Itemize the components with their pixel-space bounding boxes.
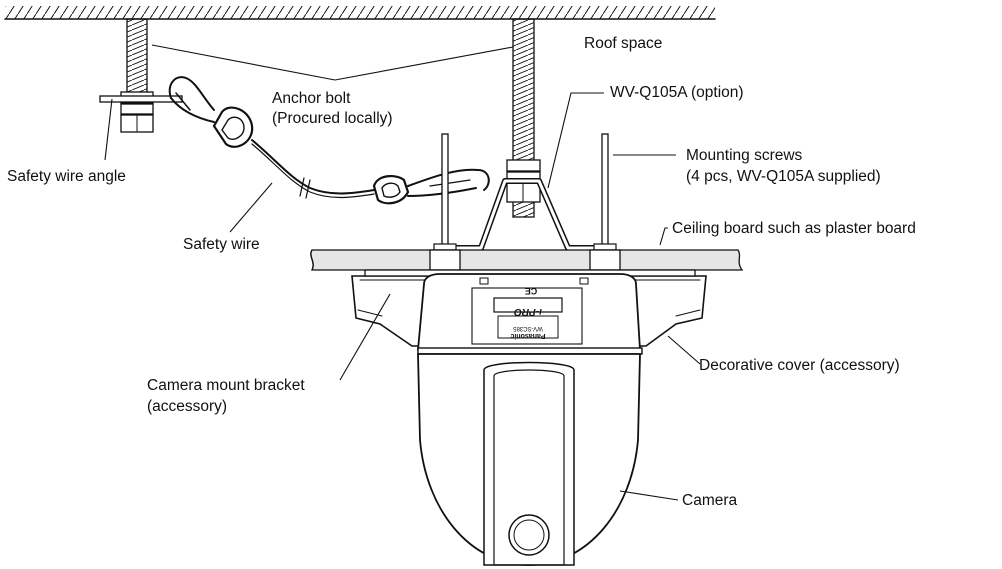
label-camera: Camera (682, 492, 738, 509)
safety-wire (168, 76, 490, 205)
label-wv-q105a: WV-Q105A (option) (610, 84, 744, 101)
leader-lines (104, 44, 701, 501)
camera-body: i-PRO WV-SC385 Panasonic CE (417, 273, 643, 566)
ceiling-board (310, 249, 744, 271)
camera-model: WV-SC385 (513, 325, 543, 331)
label-decorative-cover: Decorative cover (accessory) (699, 357, 900, 374)
label-mounting-screws: Mounting screws (686, 147, 803, 164)
label-safety-wire: Safety wire (183, 236, 260, 253)
labels: Roof space Anchor bolt (Procured locally… (7, 35, 916, 509)
label-anchor-bolt: Anchor bolt (272, 90, 351, 107)
wv-q105a-bracket (445, 178, 603, 251)
label-safety-wire-angle: Safety wire angle (7, 168, 126, 185)
label-camera-mount-bracket: Camera mount bracket (147, 377, 305, 394)
label-camera-mount-bracket-accessory: (accessory) (147, 398, 227, 415)
safety-wire-angle (99, 95, 183, 103)
roof-slab (4, 6, 716, 20)
left-anchor-bolt (120, 18, 154, 133)
camera-brand: Panasonic (510, 332, 545, 339)
label-roof-space: Roof space (584, 35, 662, 52)
label-mounting-screws-detail: (4 pcs, WV-Q105A supplied) (686, 168, 881, 185)
center-anchor-bolt (506, 18, 541, 218)
certification-logo: CE (525, 286, 538, 296)
series-logo: i-PRO (514, 306, 542, 317)
label-ceiling-board: Ceiling board such as plaster board (672, 220, 916, 237)
label-anchor-bolt-procured: (Procured locally) (272, 110, 393, 127)
